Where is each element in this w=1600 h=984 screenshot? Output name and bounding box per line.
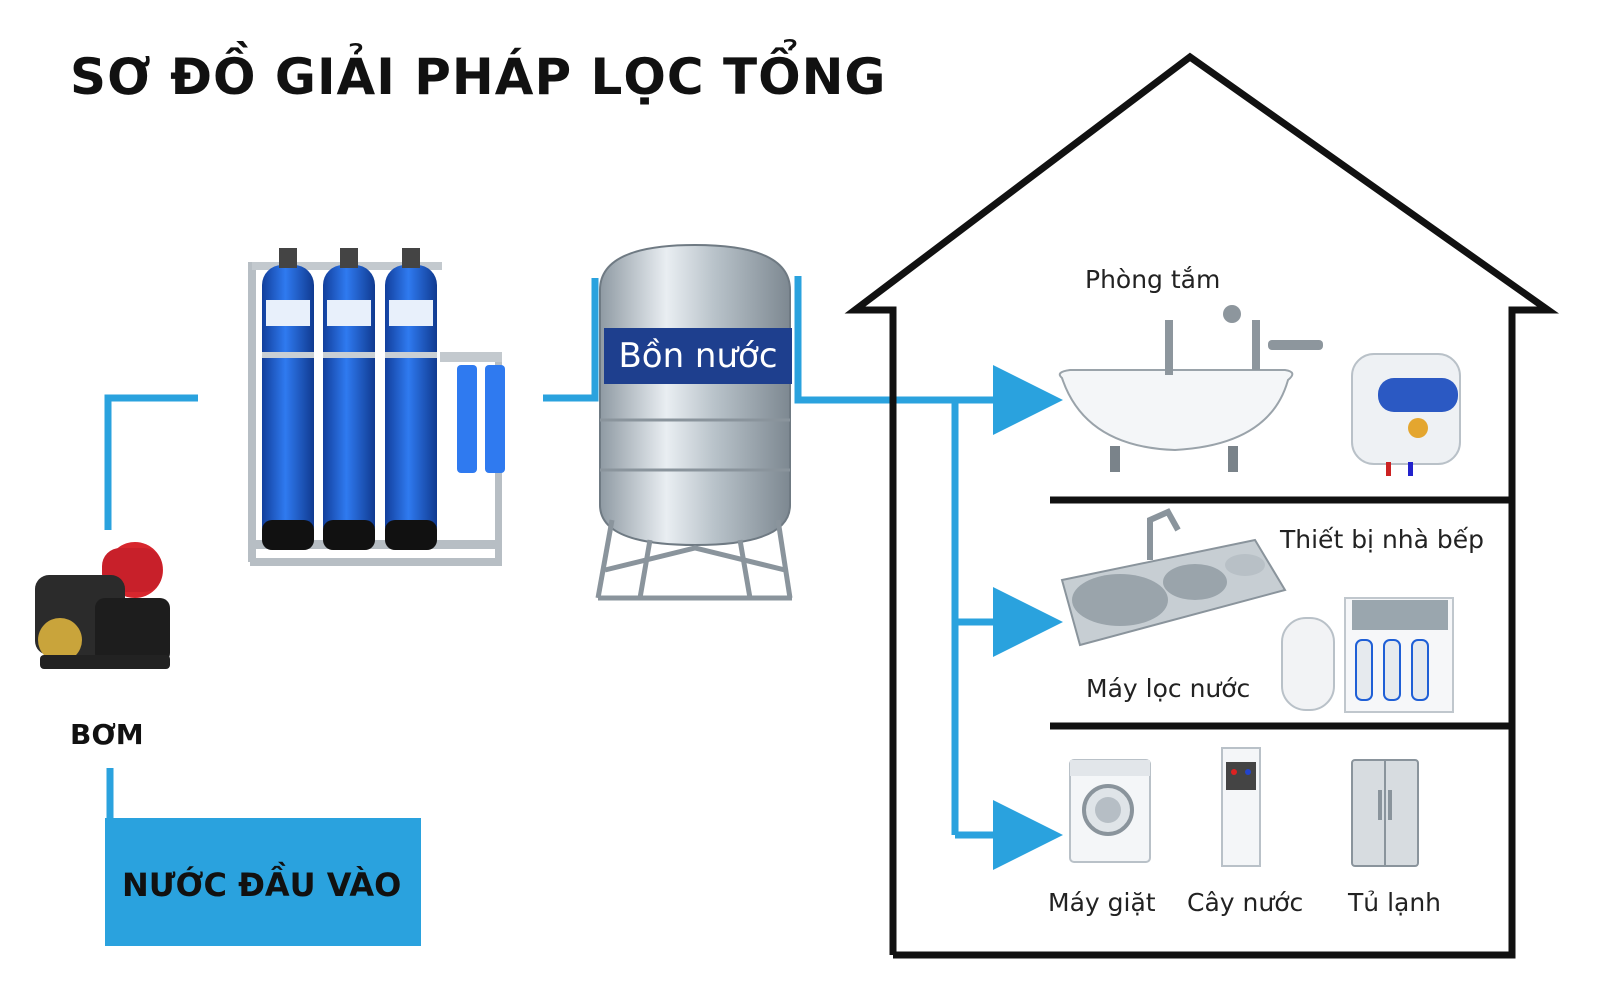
refrigerator-icon xyxy=(1351,759,1419,867)
water-dispenser-icon xyxy=(1221,747,1261,867)
house-outline xyxy=(844,52,1560,959)
house-frame xyxy=(844,52,1560,959)
room-label-bathroom: Phòng tắm xyxy=(1085,265,1221,294)
pipe-filter-to-tank xyxy=(543,278,599,402)
kitchen-sink-icon xyxy=(1060,508,1287,647)
storage-tank-icon xyxy=(595,243,793,601)
bathtub-icon xyxy=(1058,305,1323,472)
room-label-kitchen: Thiết bị nhà bếp xyxy=(1280,525,1485,554)
diagram-title: SƠ ĐỒ GIẢI PHÁP LỌC TỔNG xyxy=(70,48,887,106)
pump-label: BƠM xyxy=(70,718,144,751)
filter-columns-icon xyxy=(248,248,505,566)
pipes xyxy=(104,276,1063,870)
appliance-label-washer: Máy giặt xyxy=(1048,888,1156,917)
pipe-pump-to-filter xyxy=(104,394,198,530)
pipe-tank-to-house xyxy=(794,276,1063,435)
water-pump-icon xyxy=(35,542,170,669)
appliance-label-fridge: Tủ lạnh xyxy=(1348,888,1442,917)
room-label-purifier: Máy lọc nước xyxy=(1086,674,1251,703)
water-source-box xyxy=(105,818,421,946)
tank-label: Bồn nước xyxy=(604,328,792,384)
water-source-label: NƯỚC ĐẦU VÀO xyxy=(122,866,402,904)
water-heater-icon xyxy=(1351,353,1461,476)
washing-machine-icon xyxy=(1069,759,1151,863)
appliance-label-dispenser: Cây nước xyxy=(1187,888,1304,917)
ro-purifier-icon xyxy=(1281,597,1454,713)
